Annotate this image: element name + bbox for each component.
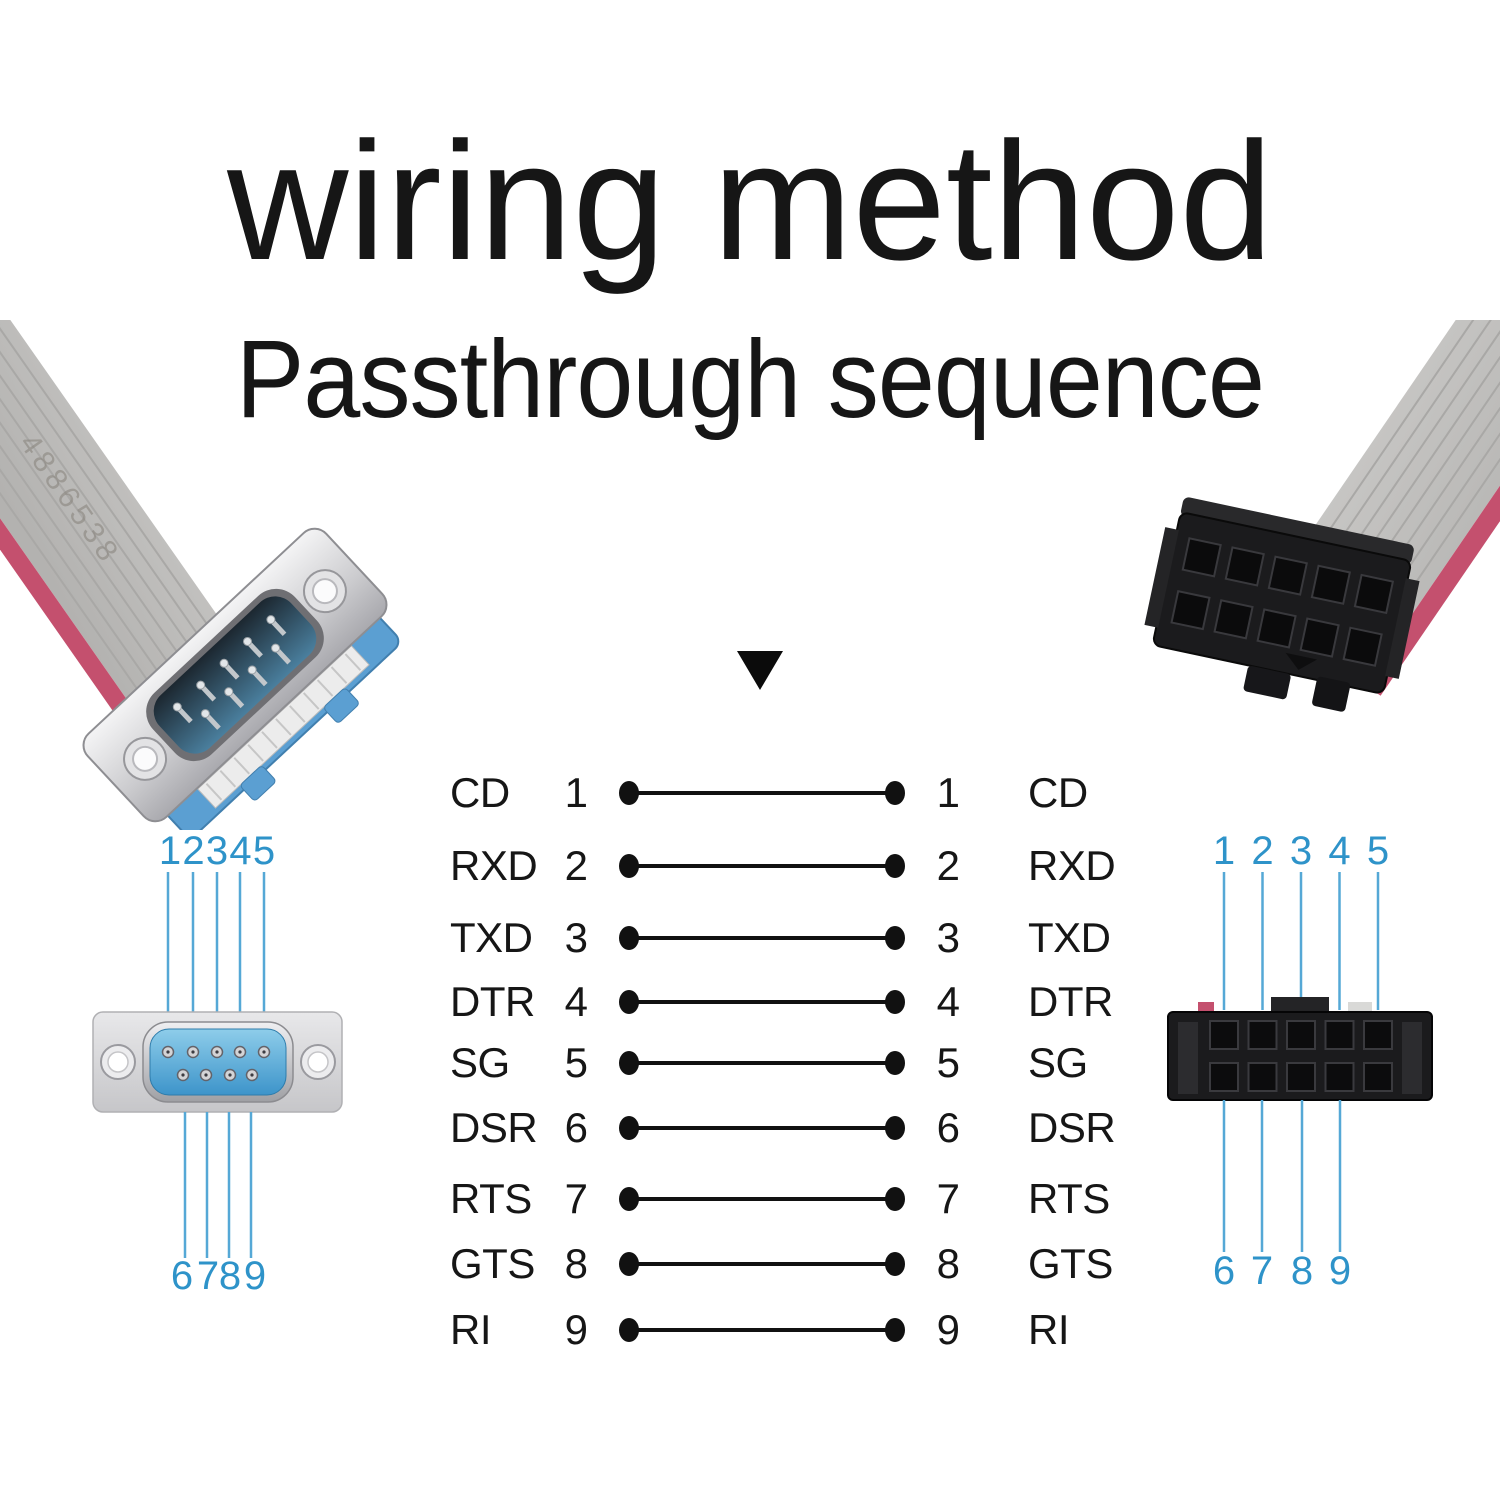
wire-row-cd: CD 1 1 CD <box>0 760 1500 826</box>
db9-top-pin-numbers: 1 2 3 4 5 <box>159 829 275 873</box>
svg-text:8: 8 <box>219 1254 241 1290</box>
pin-number: 2 <box>564 842 588 889</box>
svg-text:9: 9 <box>244 1254 266 1290</box>
signal-label: DTR <box>1028 978 1113 1025</box>
page-subtitle: Passthrough sequence <box>236 318 1265 441</box>
signal-label: SG <box>1028 1039 1088 1086</box>
idc-top-pin-lines <box>1222 872 1380 1010</box>
pin-number: 6 <box>936 1104 960 1151</box>
wire-line <box>620 1328 904 1332</box>
svg-text:2: 2 <box>182 829 204 873</box>
idc-sockets <box>1170 537 1395 667</box>
wire-line <box>620 1197 904 1201</box>
wire-row-ri: RI 9 9 RI <box>0 1297 1500 1363</box>
signal-label: RTS <box>450 1175 532 1222</box>
page-title: wiring method <box>227 107 1273 295</box>
signal-label: RTS <box>1028 1175 1110 1222</box>
signal-label: RI <box>450 1306 492 1353</box>
wire-line <box>620 1061 904 1065</box>
pin-number: 8 <box>936 1240 960 1287</box>
photo-db9-ribbon-connector: 4886538 <box>0 320 400 830</box>
wire-row-gts: GTS 8 8 GTS <box>0 1231 1500 1297</box>
signal-label: CD <box>450 769 510 816</box>
wire-line <box>620 1126 904 1130</box>
wire-line <box>620 864 904 868</box>
pin-number: 9 <box>936 1306 960 1353</box>
pin-number: 5 <box>564 1039 588 1086</box>
wire-row-rts: RTS 7 7 RTS <box>0 1166 1500 1232</box>
svg-text:5: 5 <box>253 829 275 873</box>
pin-number: 2 <box>936 842 960 889</box>
wire-line <box>620 791 904 795</box>
wire-row-dtr: DTR 4 4 DTR <box>0 969 1500 1035</box>
svg-text:7: 7 <box>1251 1249 1273 1290</box>
down-triangle-icon <box>737 651 783 690</box>
idc-top-pin-numbers: 1 2 3 4 5 <box>1213 829 1389 873</box>
photo-idc-ribbon-connector <box>1144 320 1500 712</box>
signal-label: RI <box>1028 1306 1070 1353</box>
svg-text:1: 1 <box>1213 829 1235 873</box>
signal-label: SG <box>450 1039 510 1086</box>
gray-wire-stub <box>1348 1002 1372 1012</box>
pin-number: 7 <box>936 1175 960 1222</box>
db9-bottom-pin-numbers: 6 7 8 9 <box>171 1254 266 1290</box>
pin-number: 8 <box>564 1240 588 1287</box>
svg-text:4: 4 <box>1328 829 1350 873</box>
signal-label: TXD <box>1028 914 1111 961</box>
wire-line <box>620 936 904 940</box>
idc-key-tab <box>1271 997 1329 1012</box>
signal-label: GTS <box>1028 1240 1113 1287</box>
svg-text:5: 5 <box>1367 829 1389 873</box>
idc-bottom-pin-numbers: 6 7 8 9 <box>1213 1249 1351 1290</box>
signal-label: GTS <box>450 1240 535 1287</box>
signal-label: DSR <box>1028 1104 1116 1151</box>
pin-number: 5 <box>936 1039 960 1086</box>
signal-label: DSR <box>450 1104 538 1151</box>
db9-bottom-pin-lines <box>183 1112 253 1258</box>
pin-number: 1 <box>564 769 588 816</box>
db9-front-view-pinout: 1 2 3 4 5 <box>92 829 343 1290</box>
signal-label: TXD <box>450 914 533 961</box>
db9-blue-insert <box>149 1028 287 1096</box>
signal-label: RXD <box>450 842 538 889</box>
pin-number: 1 <box>936 769 960 816</box>
signal-label: DTR <box>450 978 535 1025</box>
db9-male-connector-photo <box>82 527 400 830</box>
signal-label: CD <box>1028 769 1088 816</box>
idc-connector-photo <box>1144 497 1420 712</box>
idc-bottom-pin-lines <box>1222 1100 1342 1252</box>
svg-text:6: 6 <box>1213 1249 1235 1290</box>
svg-text:2: 2 <box>1251 829 1273 873</box>
cable-red-stripe <box>0 518 151 744</box>
ribbon-cable-left: 4886538 <box>0 320 252 744</box>
red-wire-stub <box>1198 1002 1214 1012</box>
svg-text:6: 6 <box>171 1254 193 1290</box>
wire-line <box>620 1000 904 1004</box>
wire-row-dsr: DSR 6 6 DSR <box>0 1095 1500 1161</box>
pin-number: 9 <box>564 1306 588 1353</box>
pin-number: 7 <box>564 1175 588 1222</box>
wire-row-txd: TXD 3 3 TXD <box>0 905 1500 971</box>
pin-number: 4 <box>564 978 588 1025</box>
svg-text:3: 3 <box>1290 829 1312 873</box>
wire-row-sg: SG 5 5 SG <box>0 1030 1500 1096</box>
svg-text:9: 9 <box>1329 1249 1351 1290</box>
svg-text:7: 7 <box>197 1254 219 1290</box>
svg-text:4: 4 <box>229 829 251 873</box>
pin-number: 4 <box>936 978 960 1025</box>
db9-pins <box>176 619 292 730</box>
wire-line <box>620 1262 904 1266</box>
db9-top-pin-lines <box>166 872 266 1012</box>
svg-text:1: 1 <box>159 829 181 873</box>
signal-label: RXD <box>1028 842 1116 889</box>
svg-text:8: 8 <box>1291 1249 1313 1290</box>
wire-row-rxd: RXD 2 2 RXD <box>0 833 1500 899</box>
pin-number: 3 <box>936 914 960 961</box>
svg-text:3: 3 <box>206 829 228 873</box>
pin-number: 6 <box>564 1104 588 1151</box>
idc-front-view-pinout: 1 2 3 4 5 <box>1167 829 1433 1290</box>
pin-number: 3 <box>564 914 588 961</box>
idc-sockets <box>1209 1020 1393 1092</box>
